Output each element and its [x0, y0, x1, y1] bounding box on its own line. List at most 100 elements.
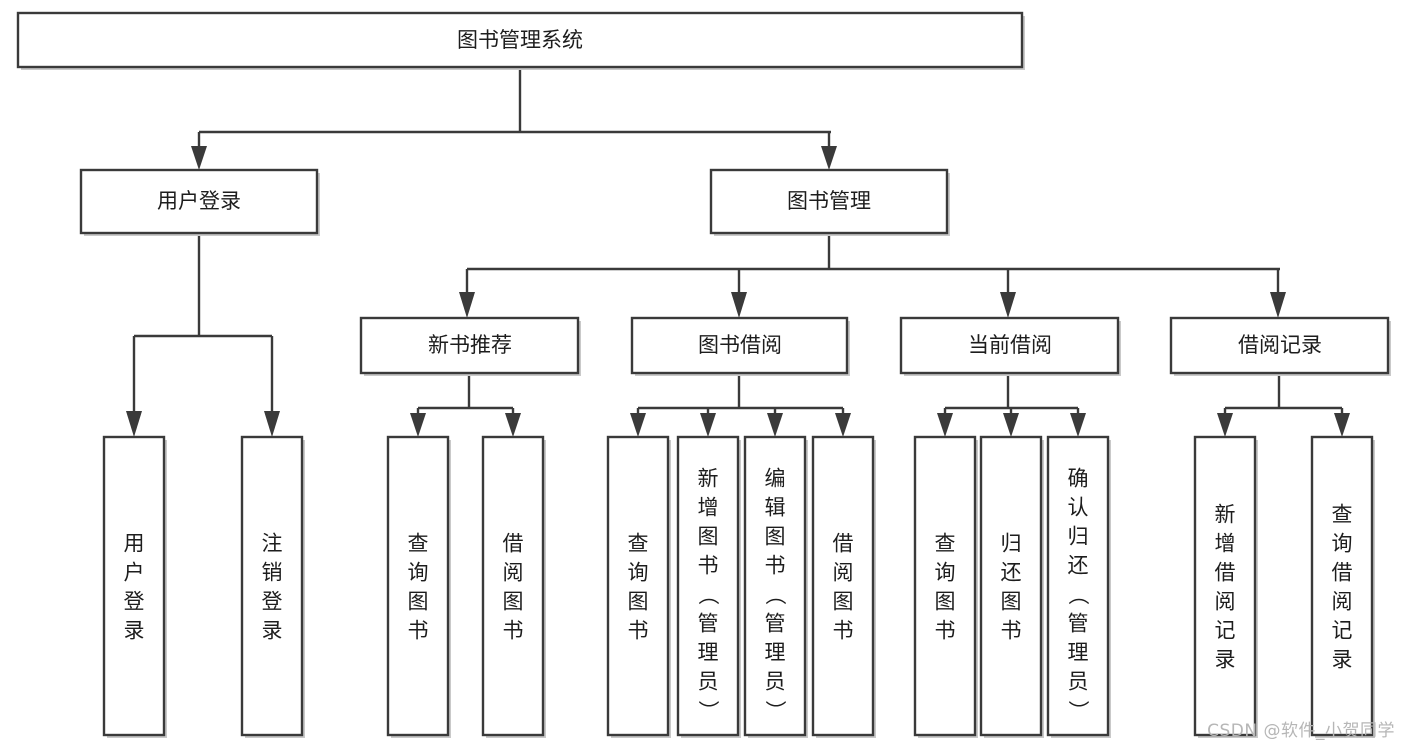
- svg-text:查: 查: [1332, 503, 1353, 527]
- svg-text:管: 管: [698, 612, 719, 636]
- arrowhead-leaf-user-login: [126, 411, 142, 437]
- node-user-login[interactable]: 用户登录: [79, 168, 320, 236]
- leaf-node-label: 用户登录: [124, 532, 145, 643]
- svg-text:理: 理: [698, 641, 719, 665]
- node-root[interactable]: 图书管理系统: [16, 11, 1025, 70]
- node-current-borrow[interactable]: 当前借阅: [899, 316, 1121, 376]
- svg-text:归: 归: [1001, 532, 1022, 556]
- svg-text:书: 书: [628, 619, 649, 643]
- svg-text:增: 增: [1215, 532, 1236, 556]
- svg-text:阅: 阅: [1332, 590, 1353, 614]
- svg-text:图: 图: [833, 590, 854, 614]
- svg-text:询: 询: [628, 561, 649, 585]
- leaf-node-rect: [1193, 435, 1257, 737]
- node-current-borrow-rect: [899, 316, 1120, 375]
- node-book-borrow[interactable]: 图书借阅: [630, 316, 850, 376]
- svg-text:书: 书: [698, 554, 719, 578]
- node-book-management-rect: [709, 168, 949, 235]
- leaf-node[interactable]: 用户登录: [102, 435, 167, 738]
- leaf-node-rect: [979, 435, 1043, 737]
- svg-text:借: 借: [503, 532, 524, 556]
- node-new-book-recommend-label: 新书推荐: [428, 333, 512, 357]
- svg-text:询: 询: [408, 561, 429, 585]
- svg-text:新: 新: [1215, 503, 1236, 527]
- leaf-node-rect: [743, 435, 807, 737]
- svg-text:还: 还: [1001, 561, 1022, 585]
- arrowhead-leaf-add-record: [1217, 413, 1233, 437]
- leaf-node-rect: [676, 435, 740, 737]
- svg-text:书: 书: [765, 554, 786, 578]
- arrowhead-leaf-confirm-return: [1070, 413, 1086, 437]
- svg-text:图: 图: [765, 525, 786, 549]
- arrowhead-leaf-query-book-3: [937, 413, 953, 437]
- arrowhead-leaf-add-book: [700, 413, 716, 437]
- node-book-management[interactable]: 图书管理: [709, 168, 950, 236]
- arrowhead-leaf-query-book-1: [410, 413, 426, 437]
- svg-text:户: 户: [124, 561, 145, 585]
- leaf-node-rect: [1046, 435, 1110, 737]
- node-book-borrow-label: 图书借阅: [698, 333, 782, 357]
- svg-text:）: ）: [763, 700, 787, 721]
- svg-text:借: 借: [1332, 561, 1353, 585]
- svg-text:理: 理: [1068, 641, 1089, 665]
- svg-text:书: 书: [833, 619, 854, 643]
- svg-text:登: 登: [124, 590, 145, 614]
- svg-text:询: 询: [935, 561, 956, 585]
- svg-text:借: 借: [1215, 561, 1236, 585]
- svg-text:书: 书: [1001, 619, 1022, 643]
- node-borrow-record-rect: [1169, 316, 1390, 375]
- svg-text:图: 图: [503, 590, 524, 614]
- svg-text:记: 记: [1332, 619, 1353, 643]
- arrowhead-leaf-return-book: [1003, 413, 1019, 437]
- leaf-node-rect: [102, 435, 166, 737]
- svg-text:（: （: [1066, 584, 1090, 605]
- svg-text:图: 图: [408, 590, 429, 614]
- svg-text:管: 管: [765, 612, 786, 636]
- leaf-node-layer: 用户登录注销登录查询图书借阅图书查询图书新增图书（管理员）编辑图书（管理员）借阅…: [102, 435, 1375, 738]
- svg-text:增: 增: [698, 496, 719, 520]
- svg-text:记: 记: [1215, 619, 1236, 643]
- svg-text:还: 还: [1068, 554, 1089, 578]
- arrowhead-user-login: [191, 146, 207, 170]
- svg-text:用: 用: [124, 532, 145, 556]
- watermark: CSDN @软件_小贺同学: [1207, 721, 1395, 741]
- svg-text:查: 查: [628, 532, 649, 556]
- arrowhead-book-manage: [821, 146, 837, 170]
- svg-text:登: 登: [262, 590, 283, 614]
- svg-text:（: （: [763, 584, 787, 605]
- node-user-login-label: 用户登录: [157, 189, 241, 213]
- svg-text:）: ）: [696, 700, 720, 721]
- svg-text:新: 新: [698, 467, 719, 491]
- svg-text:录: 录: [1215, 648, 1236, 672]
- svg-text:员: 员: [698, 670, 719, 694]
- node-new-book-recommend[interactable]: 新书推荐: [359, 316, 581, 376]
- svg-text:图: 图: [698, 525, 719, 549]
- node-borrow-record[interactable]: 借阅记录: [1169, 316, 1391, 376]
- arrowhead-leaf-logout: [264, 411, 280, 437]
- svg-text:录: 录: [262, 619, 283, 643]
- svg-text:理: 理: [765, 641, 786, 665]
- svg-text:员: 员: [765, 670, 786, 694]
- svg-text:辑: 辑: [765, 496, 786, 520]
- arrowhead-book-borrow: [731, 292, 747, 318]
- svg-text:管: 管: [1068, 612, 1089, 636]
- node-new-book-recommend-rect: [359, 316, 580, 375]
